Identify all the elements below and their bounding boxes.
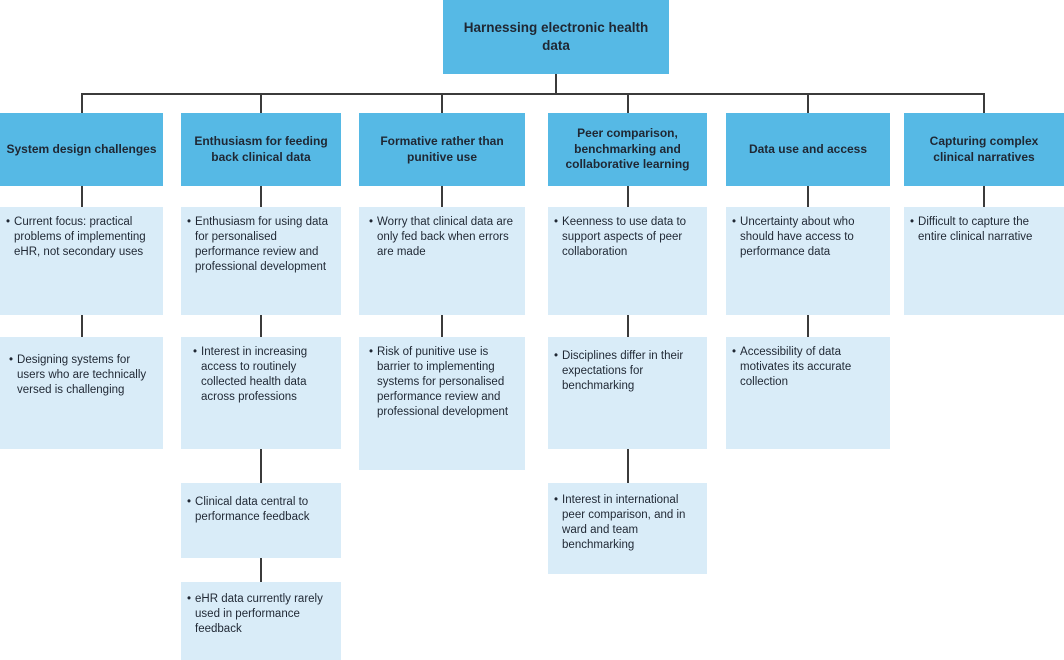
bullet-icon: • <box>187 216 192 228</box>
bullet-icon: • <box>554 216 559 228</box>
topic-box: • Interest in increasing access to routi… <box>181 337 341 449</box>
topic-box: • Designing systems for users who are te… <box>0 337 163 449</box>
connector-line <box>983 186 985 207</box>
column-header-clinical-narratives: Capturing complex clinical narratives <box>904 113 1064 186</box>
connector-line <box>82 93 984 95</box>
column-header-text: Peer comparison, benchmarking and collab… <box>565 126 690 172</box>
topic-text: Enthusiasm for using data for personalis… <box>195 216 328 273</box>
bullet-icon: • <box>187 496 192 508</box>
topic-text: Difficult to capture the entire clinical… <box>918 216 1033 243</box>
bullet-item: • Disciplines differ in their expectatio… <box>554 349 701 394</box>
connector-line <box>441 186 443 207</box>
root-text: Harnessing electronic health data <box>463 20 649 53</box>
bullet-icon: • <box>732 216 737 228</box>
bullet-icon: • <box>369 346 374 358</box>
bullet-icon: • <box>732 346 737 358</box>
column-header-text: Enthusiasm for feeding back clinical dat… <box>194 134 328 164</box>
connector-line <box>627 315 629 337</box>
bullet-icon: • <box>6 216 11 228</box>
connector-line <box>260 449 262 483</box>
connector-line <box>81 315 83 337</box>
topic-box: • Keenness to use data to support aspect… <box>548 207 707 315</box>
bullet-icon: • <box>910 216 915 228</box>
root-node: Harnessing electronic health data <box>443 0 669 74</box>
connector-line <box>807 315 809 337</box>
column-header-feeding-back: Enthusiasm for feeding back clinical dat… <box>181 113 341 186</box>
topic-box: • Current focus: practical problems of i… <box>0 207 163 315</box>
column-header-formative-use: Formative rather than punitive use <box>359 113 525 186</box>
column-header-text: Formative rather than punitive use <box>380 134 504 164</box>
topic-text: eHR data currently rarely used in perfor… <box>195 593 323 635</box>
connector-line <box>627 186 629 207</box>
connector-line <box>260 93 262 113</box>
topic-text: Risk of punitive use is barrier to imple… <box>377 346 509 418</box>
bullet-icon: • <box>187 593 192 605</box>
connector-line <box>555 74 557 93</box>
connector-line <box>807 93 809 113</box>
topic-box: • Worry that clinical data are only fed … <box>359 207 525 315</box>
connector-line <box>627 93 629 113</box>
topic-box: • Interest in international peer compari… <box>548 483 707 574</box>
topic-box: • Accessibility of data motivates its ac… <box>726 337 890 449</box>
connector-line <box>441 93 443 113</box>
topic-text: Uncertainty about who should have access… <box>740 216 855 258</box>
bullet-item: • Difficult to capture the entire clinic… <box>910 215 1058 245</box>
connector-line <box>260 315 262 337</box>
topic-text: Interest in increasing access to routine… <box>201 346 308 403</box>
bullet-item: • Enthusiasm for using data for personal… <box>187 215 335 275</box>
bullet-item: • Worry that clinical data are only fed … <box>369 215 519 260</box>
bullet-icon: • <box>554 350 559 362</box>
topic-box: • Risk of punitive use is barrier to imp… <box>359 337 525 470</box>
bullet-icon: • <box>369 216 374 228</box>
topic-text: Interest in international peer compariso… <box>562 494 686 551</box>
connector-line <box>807 186 809 207</box>
connector-line <box>260 558 262 582</box>
topic-box: • Clinical data central to performance f… <box>181 483 341 558</box>
topic-text: Keenness to use data to support aspects … <box>562 216 687 258</box>
topic-box: • Uncertainty about who should have acce… <box>726 207 890 315</box>
column-header-text: Capturing complex clinical narratives <box>929 134 1039 164</box>
column-header-peer-comparison: Peer comparison, benchmarking and collab… <box>548 113 707 186</box>
topic-text: Accessibility of data motivates its accu… <box>740 346 852 388</box>
topic-box: • Enthusiasm for using data for personal… <box>181 207 341 315</box>
bullet-icon: • <box>554 494 559 506</box>
bullet-item: • Uncertainty about who should have acce… <box>732 215 884 260</box>
bullet-item: • Accessibility of data motivates its ac… <box>732 345 884 390</box>
bullet-item: • Interest in increasing access to routi… <box>193 345 335 405</box>
connector-line <box>81 93 83 113</box>
column-header-text: Data use and access <box>748 141 868 156</box>
bullet-item: • Interest in international peer compari… <box>554 493 701 553</box>
bullet-icon: • <box>9 354 14 366</box>
connector-line <box>81 186 83 207</box>
topic-text: Designing systems for users who are tech… <box>17 354 147 396</box>
topic-text: Current focus: practical problems of imp… <box>14 216 146 258</box>
topic-box: • eHR data currently rarely used in perf… <box>181 582 341 660</box>
connector-line <box>441 315 443 337</box>
connector-line <box>260 186 262 207</box>
topic-text: Worry that clinical data are only fed ba… <box>377 216 513 258</box>
topic-text: Clinical data central to performance fee… <box>195 496 310 523</box>
bullet-item: • Clinical data central to performance f… <box>187 495 335 525</box>
topic-box: • Disciplines differ in their expectatio… <box>548 337 707 449</box>
bullet-item: • Risk of punitive use is barrier to imp… <box>369 345 519 420</box>
connector-line <box>627 449 629 483</box>
column-header-system-design: System design challenges <box>0 113 163 186</box>
topic-text: Disciplines differ in their expectations… <box>562 350 684 392</box>
topic-box: • Difficult to capture the entire clinic… <box>904 207 1064 315</box>
bullet-item: • Current focus: practical problems of i… <box>6 215 157 260</box>
column-header-data-use: Data use and access <box>726 113 890 186</box>
connector-line <box>983 93 985 113</box>
bullet-item: • eHR data currently rarely used in perf… <box>187 592 335 637</box>
column-header-text: System design challenges <box>6 141 157 156</box>
bullet-icon: • <box>193 346 198 358</box>
bullet-item: • Keenness to use data to support aspect… <box>554 215 701 260</box>
bullet-item: • Designing systems for users who are te… <box>9 353 157 398</box>
